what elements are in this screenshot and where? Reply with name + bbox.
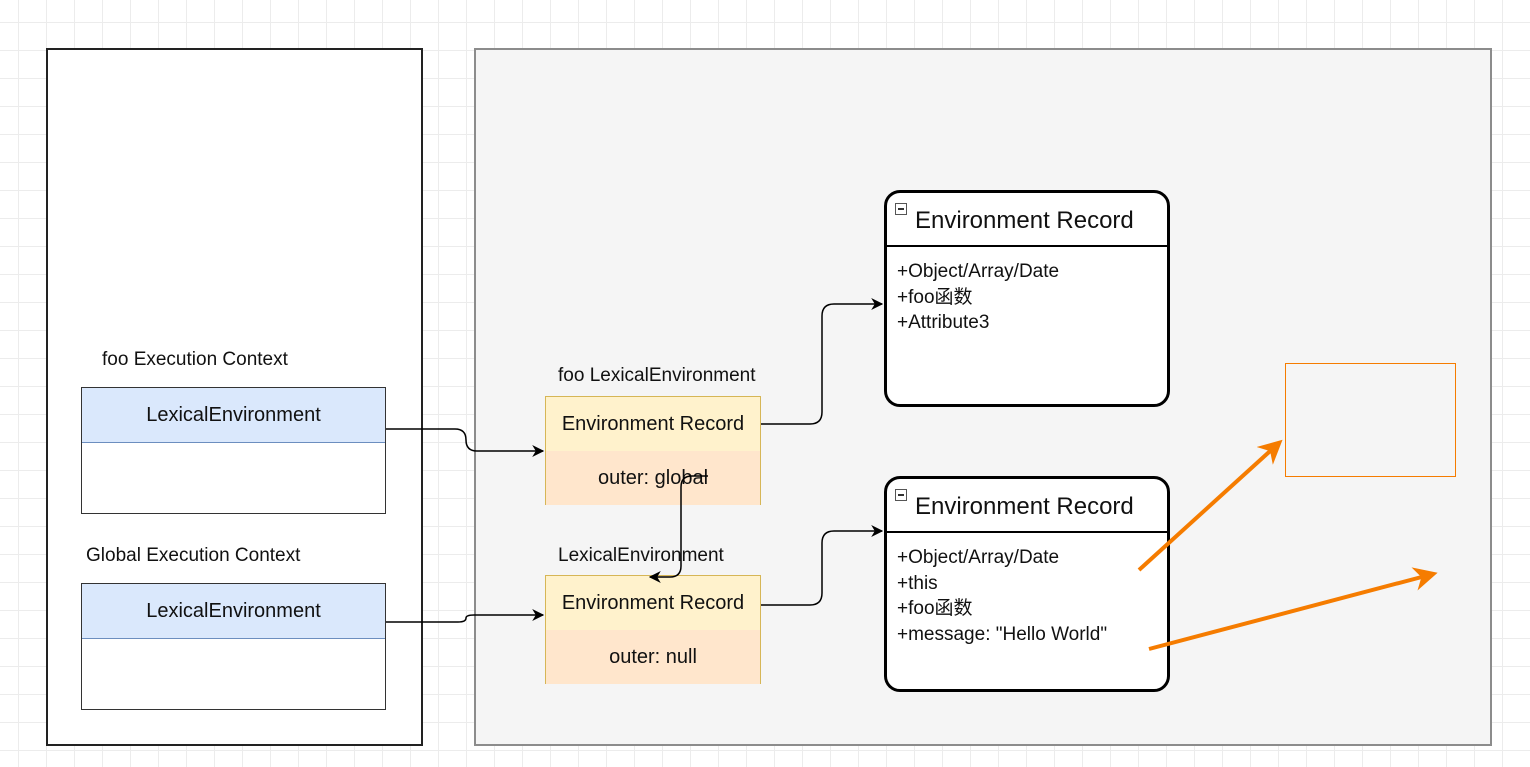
global-lexical-environment-label: LexicalEnvironment [558,545,724,566]
global-environment-record-title: Environment Record [915,493,1134,520]
attribute-item: +Attribute3 [897,312,990,333]
foo-lexical-environment-outer[interactable]: outer: global [546,451,760,505]
foo-lexical-environment-label: foo LexicalEnvironment [558,365,756,386]
global-lexical-environment-record[interactable]: Environment Record [546,576,760,631]
global-lexical-environment[interactable]: Environment Record outer: null [545,575,761,684]
attribute-item: +Object/Array/Date [897,261,1060,282]
attribute-item: +message: "Hello World" [897,623,1108,645]
attribute-item: +Object/Array/Date [897,547,1060,568]
global-environment-record-attributes: +Object/Array/Date +this +foo函数 +message… [897,545,1107,647]
foo-context-lexical-environment[interactable]: LexicalEnvironment [82,388,385,443]
foo-environment-record-header: Environment Record [887,193,1167,247]
foo-environment-record-attributes: +Object/Array/Date +foo函数 +Attribute3 [897,259,1059,336]
attribute-item: +foo函数 [897,286,973,308]
global-context-lexical-environment[interactable]: LexicalEnvironment [82,584,385,639]
attribute-item: +this [897,572,938,594]
attribute-item: +foo函数 [897,598,973,619]
foo-environment-record-title: Environment Record [915,207,1134,234]
global-lexical-environment-outer[interactable]: outer: null [546,630,760,684]
foo-execution-context-label: foo Execution Context [102,349,288,370]
global-execution-context-label: Global Execution Context [86,545,301,566]
global-environment-record-header: Environment Record [887,479,1167,533]
collapse-icon[interactable] [895,203,907,215]
foo-lexical-environment[interactable]: Environment Record outer: global [545,396,761,505]
foo-lexical-environment-record[interactable]: Environment Record [546,397,760,452]
collapse-icon[interactable] [895,489,907,501]
foo-environment-record[interactable]: Environment Record +Object/Array/Date +f… [884,190,1170,407]
global-environment-record[interactable]: Environment Record +Object/Array/Date +t… [884,476,1170,692]
global-execution-context[interactable]: LexicalEnvironment [81,583,386,710]
orange-annotation-box[interactable] [1285,363,1456,477]
foo-execution-context[interactable]: LexicalEnvironment [81,387,386,514]
